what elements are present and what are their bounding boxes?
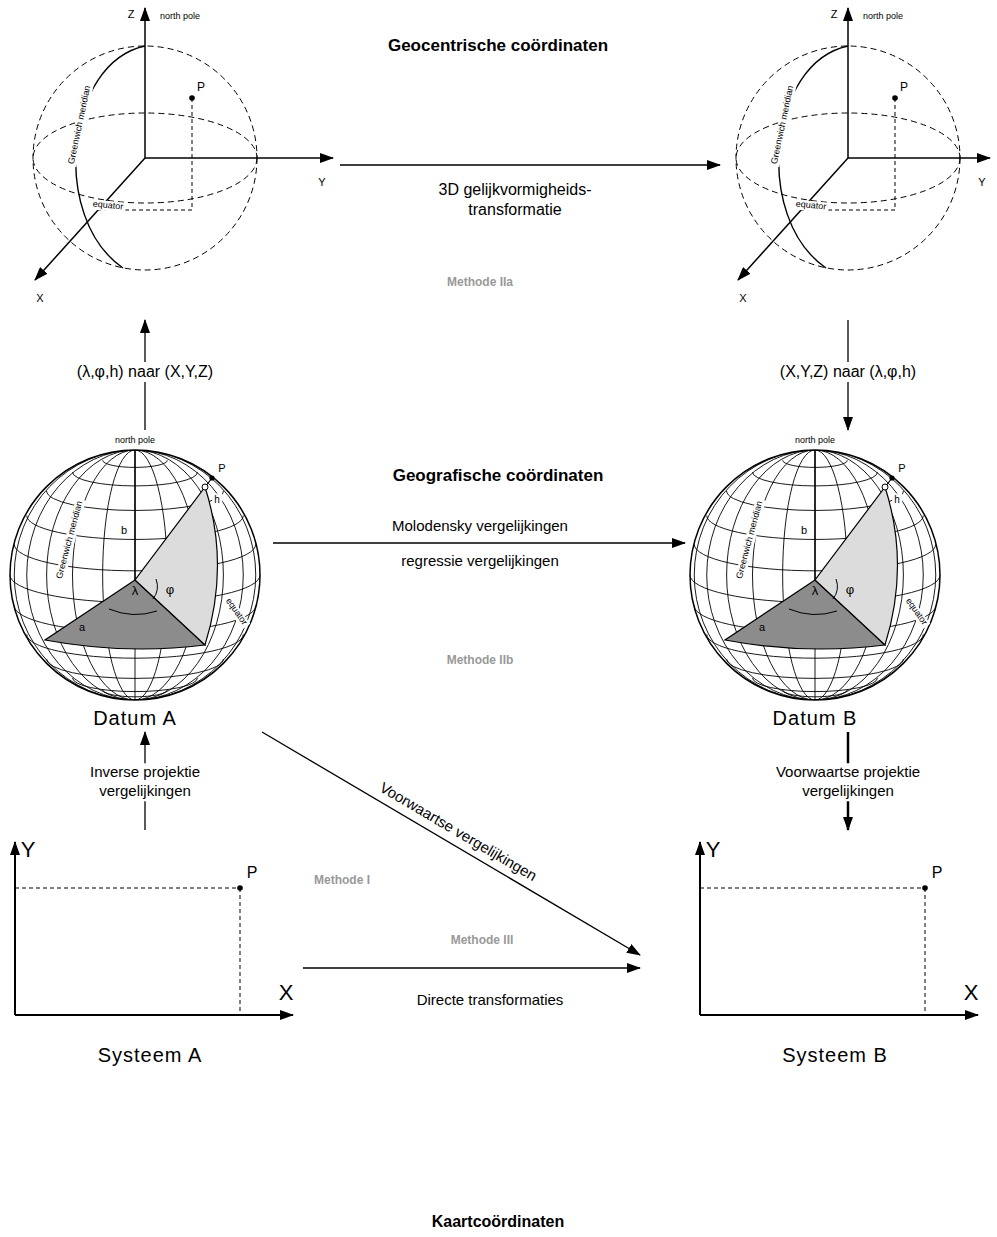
map-axes <box>15 842 293 1015</box>
datum-name: Datum A <box>93 707 177 729</box>
method-label: Methode I <box>314 873 370 888</box>
system-name: Systeem B <box>782 1044 888 1066</box>
transformation-arrow <box>262 732 640 955</box>
axis-label: Y <box>318 176 325 188</box>
globe-outline <box>10 450 260 700</box>
globe <box>10 450 260 700</box>
axis-label: a <box>759 621 765 633</box>
section-heading: Geocentrische coördinaten <box>388 35 608 56</box>
method-label: Methode IIb <box>447 653 514 668</box>
method-label: Methode III <box>451 933 514 948</box>
axis-label: Y <box>706 838 721 862</box>
pole-label: north pole <box>795 436 835 446</box>
edge-label: Molodensky vergelijkingen <box>392 517 568 536</box>
transformation-arrow <box>303 967 640 968</box>
edge-note: regressie vergelijkingen <box>401 552 559 571</box>
equator-label: equator <box>902 595 930 629</box>
axis-label: X <box>279 981 294 1005</box>
geocentric-sphere <box>33 8 257 280</box>
system-name: Systeem A <box>98 1044 203 1066</box>
pole-label: north pole <box>160 12 200 22</box>
point-label: P <box>900 81 908 94</box>
axis-label: X <box>36 292 43 304</box>
y-axis <box>145 157 333 159</box>
point-label: P <box>247 864 258 882</box>
grid-line <box>14 450 255 700</box>
angle-label: λ <box>132 584 139 598</box>
axis-label: Z <box>128 8 135 20</box>
ellipsoid-wedge <box>725 450 898 649</box>
globe-grid <box>10 450 260 700</box>
ellipsoid-wedge <box>45 450 218 649</box>
geocentric-sphere <box>736 8 960 280</box>
y-axis <box>848 157 990 159</box>
point-label: P <box>197 81 205 94</box>
axis-label: b <box>799 524 809 536</box>
grid-line <box>707 450 924 700</box>
globe-figure: north poleGreenwich meridian b Ph λ φ a equato… <box>685 430 953 732</box>
section-heading: Geografische coördinaten <box>393 465 604 486</box>
transformation-arrow <box>273 542 685 543</box>
geocentric-figure: Znorth poleGreenwich meridian P YequatorX <box>720 2 995 320</box>
axis-label: X <box>739 292 746 304</box>
map-axes-figure: Y P X Systeem B <box>640 830 990 1070</box>
edge-label: (λ,φ,h) naar (X,Y,Z) <box>75 362 215 382</box>
point-label: P <box>932 864 943 882</box>
meridian-label: Greenwich meridian <box>734 498 765 582</box>
globe-outline <box>690 450 940 700</box>
angle-label: φ <box>846 583 854 597</box>
section-heading: Kaartcoördinaten <box>432 1212 564 1232</box>
edge-label: Inverse projektie vergelijkingen <box>68 763 222 801</box>
equator-label: equator <box>793 199 828 212</box>
angle-label: φ <box>166 583 174 597</box>
axis-label: a <box>79 621 85 633</box>
edge-label: Voorwaartse vergelijkingen <box>376 779 540 886</box>
axis-label: Y <box>21 838 36 862</box>
equator-label: equator <box>222 595 250 629</box>
edge-label: Voorwaartse projektie vergelijkingen <box>774 763 923 801</box>
angle-label: λ <box>812 584 819 598</box>
axis-label: Z <box>831 8 838 20</box>
equator-label: equator <box>90 199 125 212</box>
map-axes-figure: Y P X Systeem A <box>3 830 303 1070</box>
globe <box>690 450 940 700</box>
point-label: P <box>216 462 227 474</box>
globe-figure: north poleGreenwich meridian b Ph λ φ a equato… <box>5 430 273 732</box>
height-label: h <box>212 494 222 505</box>
edge-label: (X,Y,Z) naar (λ,φ,h) <box>778 362 918 382</box>
meridian-label: Greenwich meridian <box>54 498 85 582</box>
datum-name: Datum B <box>773 707 858 729</box>
axis-label: X <box>964 981 979 1005</box>
point-label: P <box>896 462 907 474</box>
edge-label: Directe transformaties <box>417 991 564 1010</box>
globe-grid <box>690 450 940 700</box>
axis-label: b <box>119 524 129 536</box>
meridian-label: Greenwich meridian <box>66 83 93 167</box>
transformation-arrow <box>340 164 720 165</box>
geocentric-figure: Znorth poleGreenwich meridian P YequatorX <box>20 2 340 320</box>
grid-line <box>27 450 244 700</box>
grid-line <box>694 450 935 700</box>
edge-label: 3D gelijkvormigheids- transformatie <box>410 180 620 220</box>
meridian-label: Greenwich meridian <box>769 83 796 167</box>
map-axes <box>700 842 978 1015</box>
axis-label: Y <box>978 176 985 188</box>
pole-label: north pole <box>115 436 155 446</box>
pole-label: north pole <box>863 12 903 22</box>
method-label: Methode IIa <box>447 275 513 290</box>
height-label: h <box>892 494 902 505</box>
